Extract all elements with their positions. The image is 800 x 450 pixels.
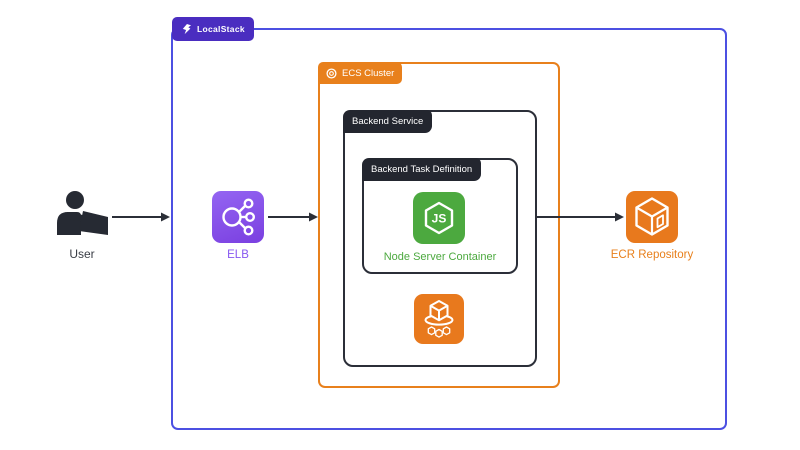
backend-task-definition-tab-label: Backend Task Definition bbox=[371, 164, 473, 175]
elb-icon bbox=[212, 191, 264, 243]
localstack-tab: LocalStack bbox=[172, 17, 254, 41]
ecs-cluster-tab-label: ECS Cluster bbox=[342, 67, 395, 79]
svg-text:JS: JS bbox=[432, 212, 447, 226]
localstack-logo-icon bbox=[181, 23, 192, 35]
arrow-user-to-localstack bbox=[112, 209, 170, 225]
user-label: User bbox=[69, 247, 95, 261]
elb-label: ELB bbox=[227, 249, 249, 261]
localstack-tab-label: LocalStack bbox=[197, 24, 245, 34]
backend-task-definition-tab: Backend Task Definition bbox=[362, 158, 482, 181]
backend-service-container bbox=[343, 110, 537, 367]
ecs-cluster-icon bbox=[326, 67, 337, 79]
nodejs-icon: JS bbox=[413, 192, 465, 244]
backend-service-tab: Backend Service bbox=[343, 110, 433, 133]
ecr-repository-label: ECR Repository bbox=[610, 249, 694, 261]
ecs-cluster-tab: ECS Cluster bbox=[318, 62, 403, 84]
ecr-icon bbox=[626, 191, 678, 243]
arrow-backend-to-ecr bbox=[536, 209, 624, 225]
backend-service-tab-label: Backend Service bbox=[352, 116, 424, 127]
node-server-container-label: Node Server Container bbox=[383, 251, 497, 263]
ecs-cluster-container bbox=[318, 62, 560, 388]
localstack-container bbox=[171, 28, 727, 430]
user-icon bbox=[55, 190, 109, 236]
ecs-service-icon bbox=[414, 294, 464, 344]
arrow-elb-to-ecs-cluster bbox=[268, 209, 318, 225]
